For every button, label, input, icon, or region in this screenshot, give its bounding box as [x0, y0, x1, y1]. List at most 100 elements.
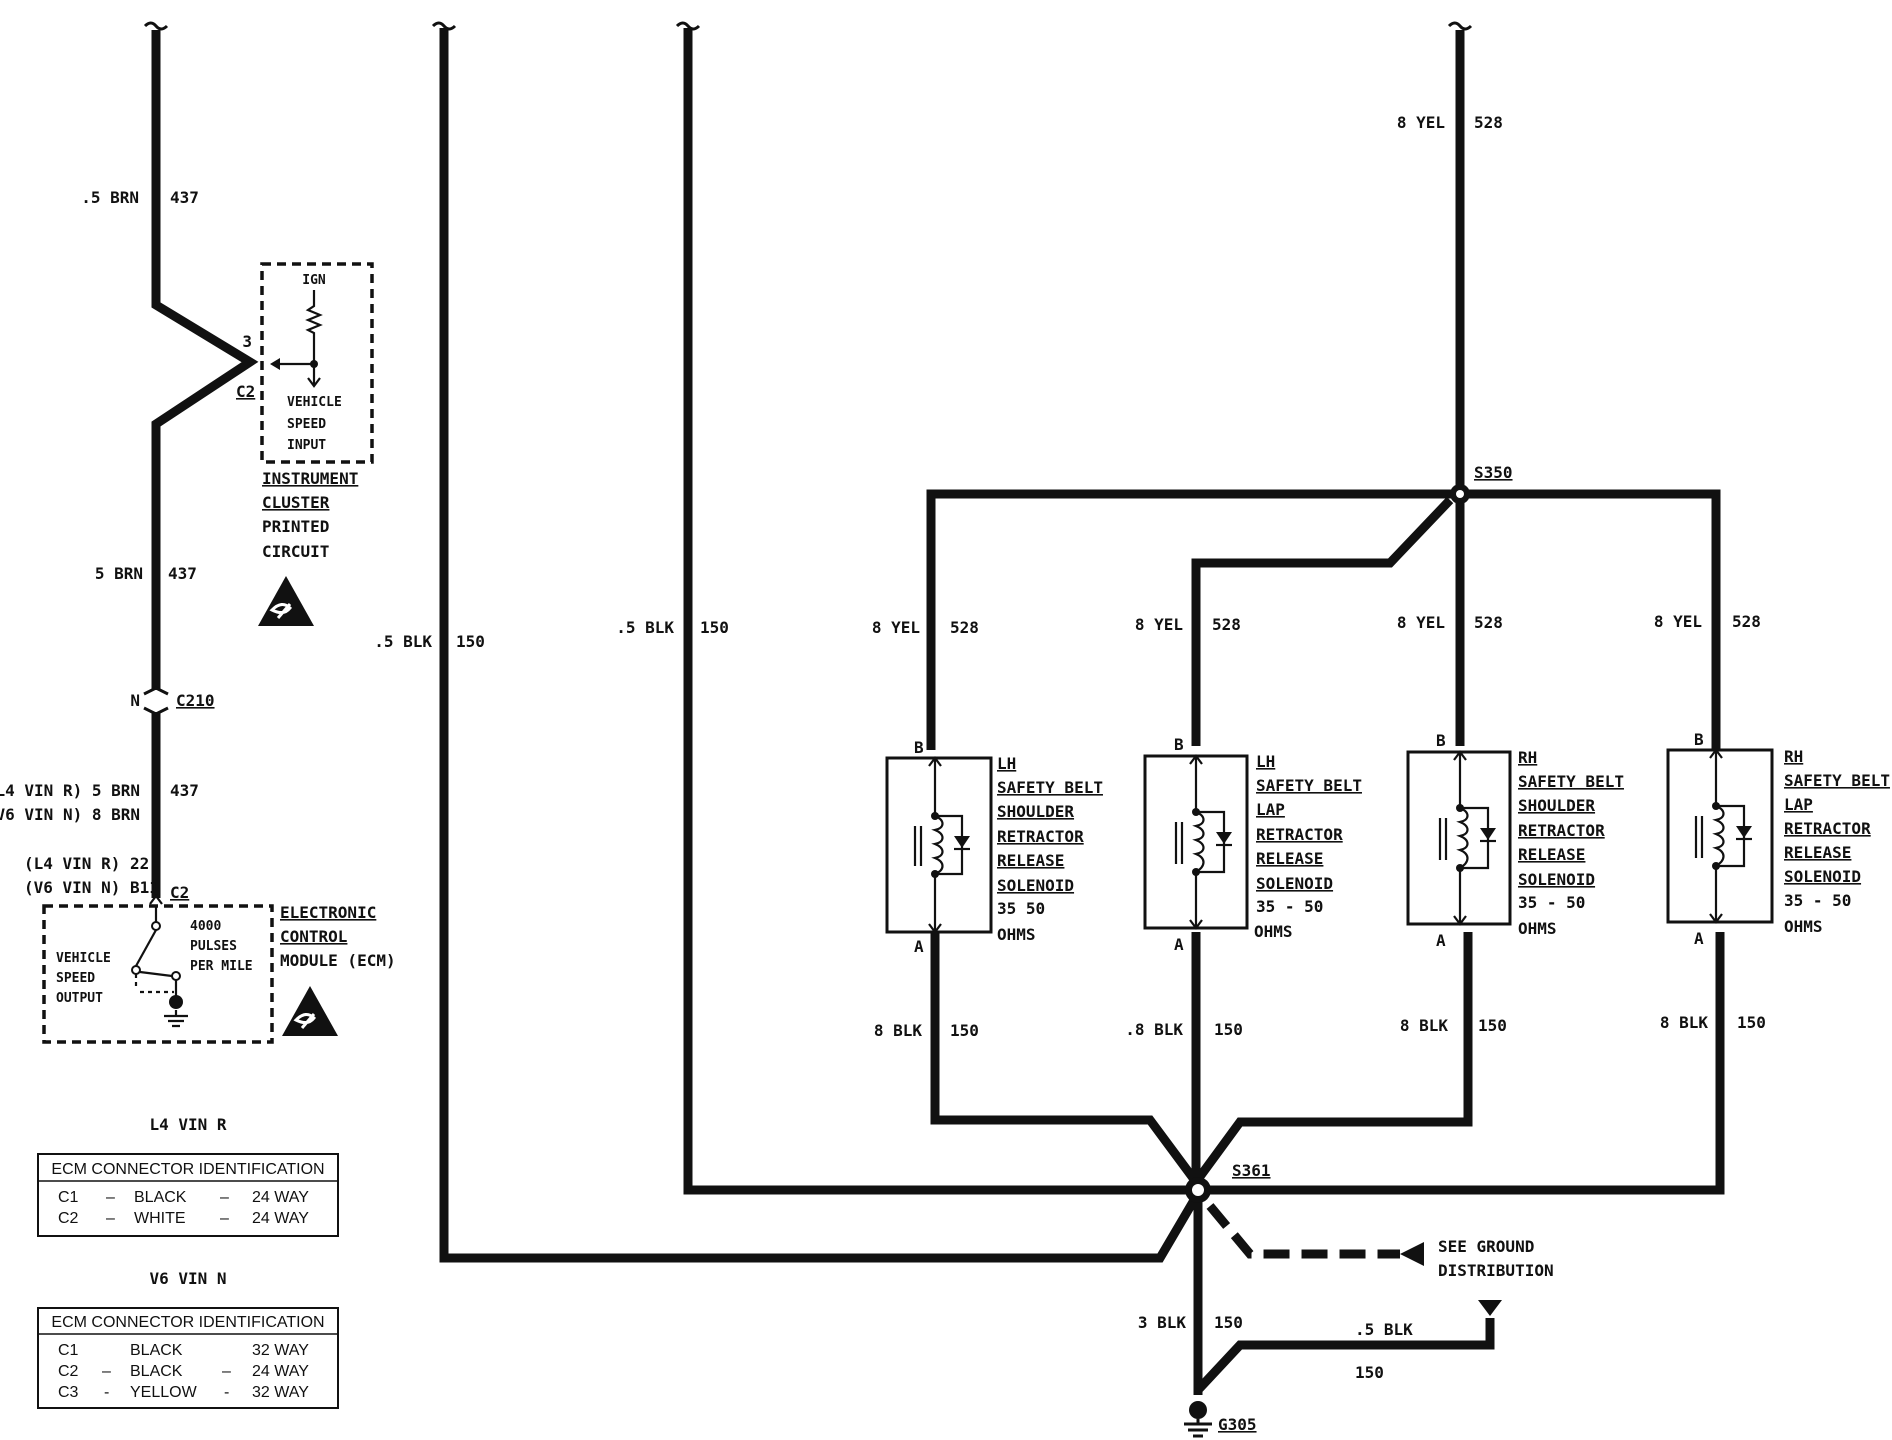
wire-528-bus [926, 489, 1721, 750]
wire-gauge: 5 BRN [95, 564, 143, 583]
solenoid-pin-a: A [914, 937, 924, 956]
ecm-table-v6: V6 VIN N ECM CONNECTOR IDENTIFICATION C1… [37, 1269, 339, 1409]
wire-gauge: 8 BLK [1400, 1016, 1449, 1035]
table-cell: – [220, 1210, 229, 1227]
arrow-icon [270, 358, 280, 370]
ground-note-line: DISTRIBUTION [1438, 1261, 1554, 1280]
wire-gauge: 8 YEL [1654, 612, 1702, 631]
wire-circuit: 437 [170, 188, 199, 207]
ecm-name-line: ELECTRONIC [280, 903, 376, 922]
splice-label: S361 [1232, 1161, 1271, 1180]
wire-break-symbols [143, 21, 1473, 31]
switch-contact [171, 971, 181, 981]
ecm-name-line: CONTROL [280, 927, 347, 946]
solenoid-lh-lap: B A LH SAFETY BELT LAP RETRACTOR RELEASE… [1143, 735, 1362, 954]
splice-label: S350 [1474, 463, 1513, 482]
table-cell: C1 [58, 1342, 79, 1359]
switch-contact [151, 921, 161, 931]
wire-528-s2 [1191, 496, 1454, 746]
solenoid-label-line: LAP [1256, 800, 1285, 819]
cluster-input-line: INPUT [287, 438, 326, 453]
ground-node [169, 995, 183, 1009]
ground-note-line: SEE GROUND [1438, 1237, 1534, 1256]
coil-icon [1712, 804, 1725, 867]
wire-437 [151, 30, 259, 690]
wire-gauge: (L4 VIN R) 5 BRN [0, 781, 140, 800]
instrument-cluster-box [260, 262, 374, 464]
solenoid-label-line: RELEASE [1784, 843, 1851, 862]
cluster-name-line: INSTRUMENT [262, 469, 358, 488]
table-cell: C1 [58, 1189, 79, 1206]
ecm-output-line: OUTPUT [56, 991, 103, 1006]
solenoid-label-line: SOLENOID [1784, 867, 1861, 886]
wire-circuit: 150 [1478, 1016, 1507, 1035]
break-symbol [1447, 21, 1473, 31]
wire-gauge: 8 YEL [1397, 113, 1445, 132]
wire-circuit: 150 [1737, 1013, 1766, 1032]
c210-pin: N [130, 691, 140, 710]
wire-gauge: 8 YEL [872, 618, 920, 637]
coil-icon [1456, 806, 1469, 869]
wire-gauge: 8 BLK [1660, 1013, 1709, 1032]
solenoid-pin-a: A [1694, 929, 1704, 948]
table-cell: C3 [58, 1384, 79, 1401]
switch-arm [135, 929, 157, 967]
table-cell: BLACK [130, 1363, 183, 1380]
table-cell: – [102, 1363, 111, 1380]
ground-distribution-ref: SEE GROUND DISTRIBUTION [1400, 1237, 1554, 1280]
connector-arrow-icon [149, 894, 163, 905]
solenoid-pin-b: B [1694, 730, 1704, 749]
wire-circuit: 150 [700, 618, 729, 637]
solenoid-label-line: RELEASE [997, 851, 1064, 870]
cluster-name-line: CLUSTER [262, 493, 330, 512]
splice-node-center [1456, 490, 1464, 498]
wire-gauge: 3 BLK [1138, 1313, 1187, 1332]
table-cell: 24 WAY [252, 1363, 309, 1380]
ecm-output-line: VEHICLE [56, 951, 111, 966]
core-lines [1694, 816, 1704, 858]
wire-circuit: 528 [1212, 615, 1241, 634]
ign-label: IGN [302, 273, 326, 288]
wire-circuit: 150 [456, 632, 485, 651]
solenoid-label-line: RH [1784, 747, 1803, 766]
solenoid-ohms: 35 - 50 [1256, 897, 1323, 916]
table-cell: 32 WAY [252, 1342, 309, 1359]
switch-lines [139, 970, 178, 996]
diode-icon [1480, 828, 1496, 840]
wire-circuit: 150 [1355, 1363, 1384, 1382]
solenoid-label-line: RH [1518, 748, 1537, 767]
arrow-icon [1400, 1242, 1424, 1266]
ground-label: G305 [1218, 1415, 1257, 1434]
switch-contact [131, 965, 141, 975]
splice-s361: S361 [1185, 1161, 1271, 1203]
ground-node [1189, 1401, 1207, 1419]
esd-warning-icon [258, 576, 314, 626]
table-cell: – [220, 1189, 229, 1206]
solenoid-ohms-unit: OHMS [1784, 917, 1823, 936]
table-frame [37, 1307, 339, 1409]
ecm-table-l4: L4 VIN R ECM CONNECTOR IDENTIFICATION C1… [37, 1115, 339, 1237]
wire-circuit: 437 [170, 781, 199, 800]
wire-gauge: 8 BLK [874, 1021, 923, 1040]
table-cell: C2 [58, 1210, 79, 1227]
ecm-output-line: SPEED [56, 971, 95, 986]
solenoid-label-line: SOLENOID [1256, 874, 1333, 893]
wire-circuit: 528 [1474, 113, 1503, 132]
wire-ground-distribution [1206, 1203, 1400, 1259]
solenoid-label-line: SAFETY BELT [1256, 776, 1362, 795]
table-cell: – [106, 1189, 115, 1206]
wire-150-inner [683, 28, 1725, 1195]
table-cell: YELLOW [130, 1384, 198, 1401]
solenoid-label-line: RELEASE [1518, 845, 1585, 864]
break-symbol [431, 21, 457, 31]
solenoid-label-line: LH [997, 754, 1016, 773]
table-cell: 32 WAY [252, 1384, 309, 1401]
solenoid-rh-lap: B A RH SAFETY BELT LAP RETRACTOR RELEASE… [1666, 730, 1890, 948]
solenoid-pin-a: A [1174, 935, 1184, 954]
solenoid-ohms: 35 - 50 [1784, 891, 1851, 910]
cluster-name-line: PRINTED [262, 517, 329, 536]
coil-icon [931, 814, 944, 876]
wire-gauge: 8 YEL [1397, 613, 1445, 632]
ground-icon [1184, 1419, 1212, 1438]
solenoid-label-line: LH [1256, 752, 1275, 771]
